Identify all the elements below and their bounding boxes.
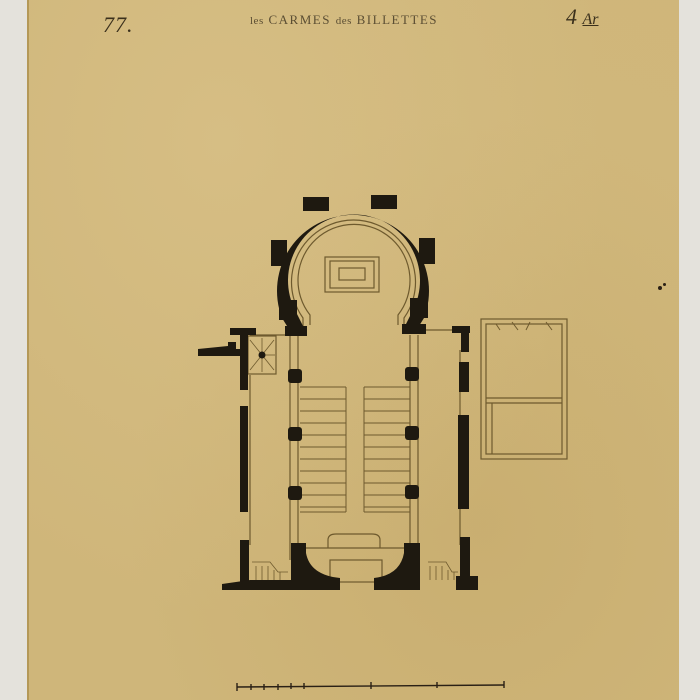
- mat-left: [0, 0, 28, 700]
- apse-inner-ring: [290, 219, 417, 332]
- annex-details: [495, 321, 553, 331]
- annex-outer: [480, 318, 568, 460]
- plate-number: 77.: [103, 12, 134, 37]
- altar-middle: [329, 260, 375, 289]
- altar-inner: [338, 267, 366, 281]
- arrondissement-label: 4 Ar: [566, 4, 599, 30]
- entrance-jamb-right: [374, 543, 420, 590]
- title-connector: des: [335, 15, 352, 27]
- title-part1: CARMES: [268, 12, 331, 27]
- altar-outer: [324, 256, 380, 293]
- ink-spot: [663, 283, 666, 286]
- pews-left: [300, 386, 347, 513]
- arrondissement-suffix: Ar: [582, 11, 599, 28]
- mat-right: [678, 0, 700, 700]
- sheet-edge: [27, 0, 29, 700]
- title-part2: BILLETTES: [356, 12, 439, 27]
- walls: [198, 195, 478, 590]
- drawing-title: les CARMES des BILLETTES: [250, 12, 438, 28]
- arrondissement-number: 4: [566, 4, 577, 29]
- entrance-stairs: [252, 561, 458, 580]
- scale-bar: [236, 681, 505, 691]
- entrance-jamb-left: [291, 543, 340, 590]
- title-prefix: les: [250, 15, 264, 27]
- annex-inner: [485, 323, 563, 455]
- paper-sheet: [27, 0, 679, 700]
- apse-inner-ring-2: [297, 223, 411, 325]
- ink-spot: [658, 286, 662, 290]
- apse-wall: [277, 214, 429, 334]
- pews-right: [363, 386, 410, 513]
